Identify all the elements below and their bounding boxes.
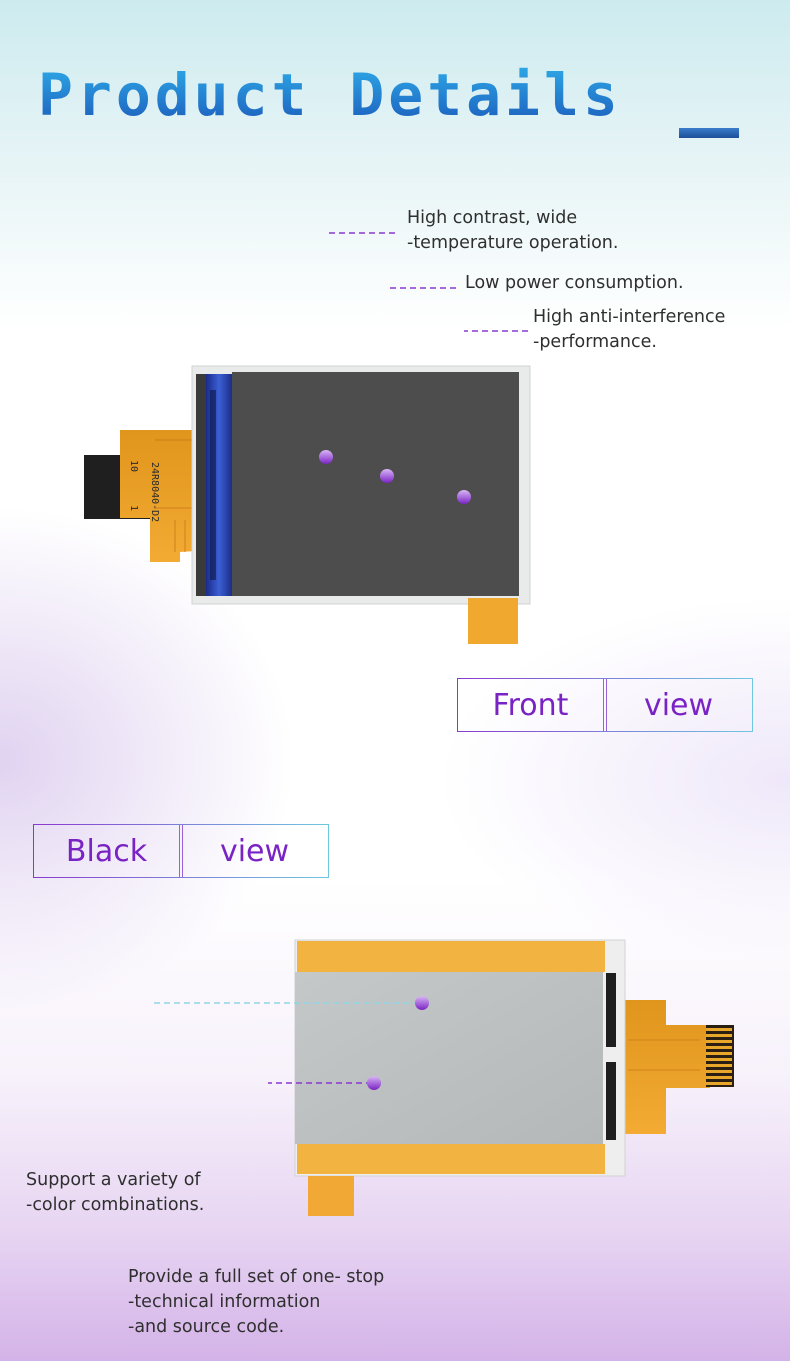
back-bottom-tab [308, 1176, 354, 1216]
back-callout-lines [151, 1002, 420, 1262]
front-bottom-tab [468, 598, 518, 644]
callout-low-power: Low power consumption. [465, 271, 684, 296]
callout-line: High contrast, wide [407, 208, 578, 228]
label-divider [603, 679, 607, 731]
back-bottom-tape [297, 1144, 605, 1174]
back-lcd-module [294, 939, 734, 1216]
front-blue-edge [206, 374, 232, 596]
callout-line: -technical information [128, 1292, 321, 1312]
callout-line: -performance. [533, 332, 657, 352]
back-callout-dot-1 [415, 996, 429, 1010]
back-view-label: Black view [33, 824, 329, 878]
fpc-pin-1-label: 1 [128, 505, 139, 511]
front-fpc-cable [120, 430, 212, 562]
fpc-pin-10-label: 10 [128, 460, 139, 472]
callout-line: Provide a full set of one- stop [128, 1267, 385, 1287]
callout-line: Support a variety of [26, 1170, 201, 1190]
front-view-label: Front view [457, 678, 753, 732]
back-panel [295, 972, 603, 1144]
callout-line: Low power consumption. [465, 273, 684, 293]
page-title: Product Details [38, 61, 622, 129]
back-top-tape [297, 941, 605, 972]
front-view-word: Front [492, 687, 569, 723]
callout-line: High anti-interference [533, 307, 726, 327]
back-view-word: Black [65, 833, 148, 869]
callout-line: -color combinations. [26, 1195, 205, 1215]
front-view-suffix: view [643, 687, 714, 723]
label-divider [179, 825, 183, 877]
front-lcd-module: 10 24R8040-D2 1 [84, 365, 531, 644]
callout-high-contrast: High contrast, wide -temperature operati… [407, 206, 618, 256]
front-callout-lines [325, 232, 528, 492]
front-screen [232, 372, 519, 596]
callout-technical-info: Provide a full set of one- stop -technic… [128, 1265, 384, 1340]
callout-line: -temperature operation. [407, 233, 619, 253]
title-accent-bar [679, 128, 739, 138]
back-callout-dot-2 [367, 1076, 381, 1090]
callout-dot-2 [380, 469, 394, 483]
back-fpc-cable [620, 1000, 710, 1134]
back-view-suffix: view [219, 833, 290, 869]
callout-anti-interference: High anti-interference -performance. [533, 305, 725, 355]
callout-dot-1 [319, 450, 333, 464]
callout-color-combinations: Support a variety of -color combinations… [26, 1168, 204, 1218]
fpc-part-number: 24R8040-D2 [149, 462, 160, 522]
callout-line: -and source code. [128, 1317, 285, 1337]
callout-dot-3 [457, 490, 471, 504]
